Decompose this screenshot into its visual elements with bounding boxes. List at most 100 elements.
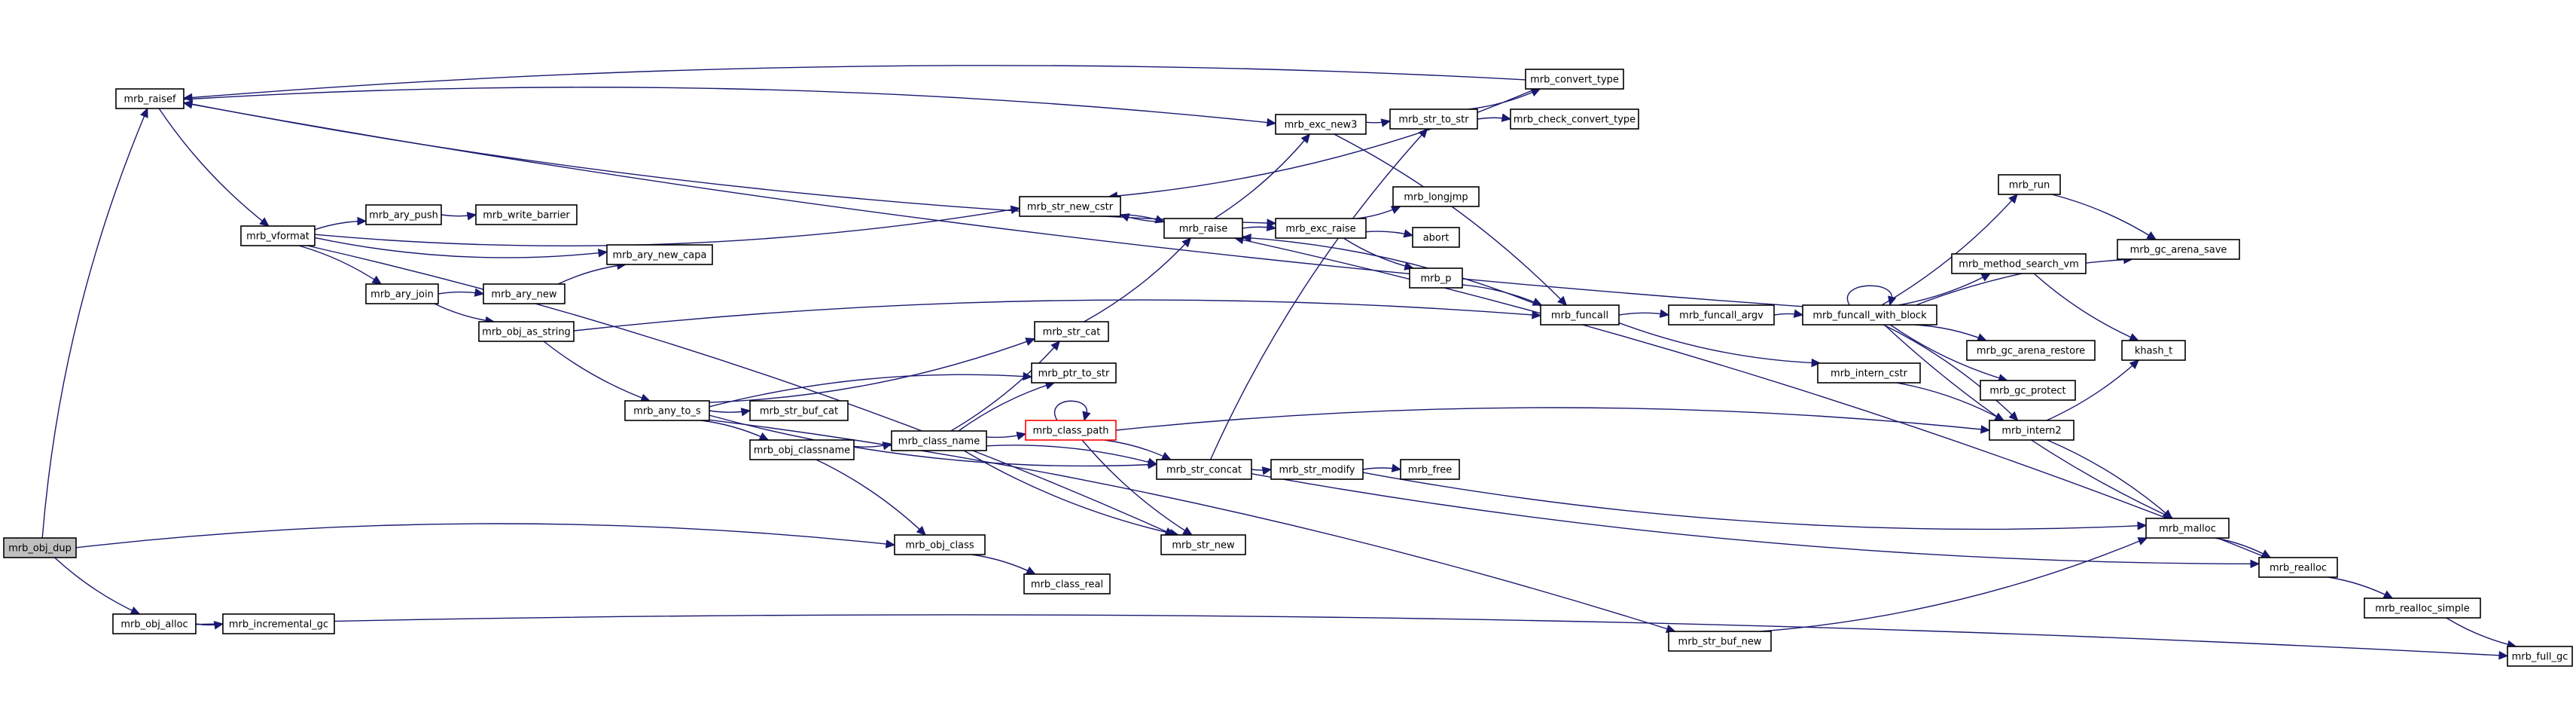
arrow-head <box>182 100 194 109</box>
node-ary-new-capa[interactable]: mrb_ary_new_capa <box>606 244 713 265</box>
node-funcall[interactable]: mrb_funcall <box>1540 304 1620 325</box>
edge-line <box>709 419 1675 632</box>
node-str-buf-cat[interactable]: mrb_str_buf_cat <box>749 400 849 421</box>
arrow-head <box>1266 118 1277 127</box>
edge-line <box>1104 439 1172 460</box>
node-str-new-cstr[interactable]: mrb_str_new_cstr <box>1019 196 1121 217</box>
call-edge <box>1618 309 1670 318</box>
edge-line <box>75 523 895 549</box>
arrow-head <box>130 606 141 615</box>
node-label: mrb_longjmp <box>1404 192 1468 203</box>
node-obj-alloc[interactable]: mrb_obj_alloc <box>112 613 197 634</box>
node-str-modify[interactable]: mrb_str_modify <box>1270 459 1364 480</box>
node-realloc-simple[interactable]: mrb_realloc_simple <box>2364 598 2481 619</box>
node-intern2[interactable]: mrb_intern2 <box>1989 420 2075 441</box>
node-longjmp[interactable]: mrb_longjmp <box>1392 186 1480 207</box>
node-str-new[interactable]: mrb_str_new <box>1160 534 1246 555</box>
node-class-name[interactable]: mrb_class_name <box>891 430 987 451</box>
node-obj-classname[interactable]: mrb_obj_classname <box>749 439 855 460</box>
node-exc-new3[interactable]: mrb_exc_new3 <box>1275 114 1367 135</box>
call-edge <box>1115 407 1991 434</box>
arrow-head <box>740 408 751 417</box>
edge-line <box>963 450 1179 536</box>
node-gc-protect[interactable]: mrb_gc_protect <box>1980 380 2076 401</box>
arrow-head <box>1160 451 1172 460</box>
node-ary-push[interactable]: mrb_ary_push <box>365 204 442 225</box>
arrow-head <box>597 249 608 258</box>
node-raisef[interactable]: mrb_raisef <box>115 88 184 109</box>
arrow-head <box>1380 118 1392 127</box>
node-funcall-with-block[interactable]: mrb_funcall_with_block <box>1802 304 1937 325</box>
node-realloc[interactable]: mrb_realloc <box>2258 557 2338 578</box>
node-label: mrb_ary_join <box>370 289 434 301</box>
node-label: mrb_ary_new <box>491 289 557 301</box>
call-edge <box>1846 285 1897 307</box>
node-label: mrb_ptr_to_str <box>1038 368 1110 380</box>
node-check-convert-type[interactable]: mrb_check_convert_type <box>1510 108 1639 130</box>
node-str-cat[interactable]: mrb_str_cat <box>1034 321 1109 342</box>
call-edge <box>1214 133 1311 219</box>
node-label: mrb_intern_cstr <box>1831 368 1908 380</box>
arrow-head <box>1241 233 1251 243</box>
node-label: mrb_class_real <box>1031 579 1103 591</box>
call-edge <box>2446 617 2517 649</box>
node-any-to-s[interactable]: mrb_any_to_s <box>624 400 710 421</box>
node-raise[interactable]: mrb_raise <box>1163 218 1243 239</box>
node-str-buf-new[interactable]: mrb_str_buf_new <box>1668 631 1772 652</box>
node-malloc[interactable]: mrb_malloc <box>2145 518 2230 539</box>
node-khash-t[interactable]: khash_t <box>2121 340 2186 361</box>
call-edge <box>1108 88 1536 200</box>
arrow-head <box>885 539 896 549</box>
node-method-search-vm[interactable]: mrb_method_search_vm <box>1951 253 2087 274</box>
node-label: mrb_str_buf_cat <box>760 406 838 417</box>
node-label: mrb_class_name <box>898 436 980 448</box>
node-write-barrier[interactable]: mrb_write_barrier <box>475 204 578 225</box>
node-free[interactable]: mrb_free <box>1400 459 1460 480</box>
call-edge <box>182 100 1803 307</box>
arrow-head <box>1082 411 1091 422</box>
arrow-head <box>1980 425 1991 434</box>
arrow-head <box>474 288 485 297</box>
edge-line <box>41 108 148 539</box>
call-edge <box>557 261 627 285</box>
node-obj-dup[interactable]: mrb_obj_dup <box>3 537 77 558</box>
node-gc-arena-save[interactable]: mrb_gc_arena_save <box>2117 239 2240 260</box>
node-abort[interactable]: abort <box>1412 227 1460 248</box>
node-class-real[interactable]: mrb_class_real <box>1023 573 1111 594</box>
edge-line <box>543 341 651 402</box>
edge-line <box>815 459 926 536</box>
arrow-head <box>1261 466 1273 475</box>
node-str-to-str[interactable]: mrb_str_to_str <box>1389 108 1478 130</box>
node-ary-new[interactable]: mrb_ary_new <box>483 283 566 304</box>
node-mrb-p[interactable]: mrb_p <box>1409 267 1463 289</box>
node-str-concat[interactable]: mrb_str_concat <box>1156 459 1252 480</box>
node-intern-cstr[interactable]: mrb_intern_cstr <box>1817 362 1921 384</box>
node-gc-arena-restore[interactable]: mrb_gc_arena_restore <box>1966 340 2096 361</box>
arrow-head <box>916 525 926 536</box>
node-label: mrb_funcall_with_block <box>1812 310 1927 322</box>
node-label: abort <box>1423 233 1450 244</box>
node-funcall-argv[interactable]: mrb_funcall_argv <box>1668 304 1775 325</box>
node-run[interactable]: mrb_run <box>1998 174 2061 195</box>
node-class-path[interactable]: mrb_class_path <box>1025 420 1117 441</box>
node-label: mrb_any_to_s <box>633 406 701 417</box>
node-vformat[interactable]: mrb_vformat <box>240 225 316 246</box>
edge-line <box>314 237 608 258</box>
node-label: mrb_ary_new_capa <box>613 250 707 261</box>
node-box <box>1951 253 2087 274</box>
call-edge <box>195 614 2509 660</box>
node-exc-raise[interactable]: mrb_exc_raise <box>1275 218 1367 239</box>
node-convert-type[interactable]: mrb_convert_type <box>1525 69 1624 90</box>
node-ptr-to-str[interactable]: mrb_ptr_to_str <box>1031 362 1117 384</box>
edge-line <box>306 245 1175 536</box>
call-edge <box>41 107 148 539</box>
node-label: mrb_obj_alloc <box>120 619 187 631</box>
node-obj-as-string[interactable]: mrb_obj_as_string <box>478 321 575 342</box>
node-ary-join[interactable]: mrb_ary_join <box>365 283 439 304</box>
node-full-gc[interactable]: mrb_full_gc <box>2507 646 2573 667</box>
node-label: mrb_write_barrier <box>483 210 570 222</box>
node-incremental-gc[interactable]: mrb_incremental_gc <box>222 613 335 634</box>
arrow-head <box>357 216 367 226</box>
call-edge <box>54 557 141 615</box>
node-obj-class[interactable]: mrb_obj_class <box>894 534 986 555</box>
